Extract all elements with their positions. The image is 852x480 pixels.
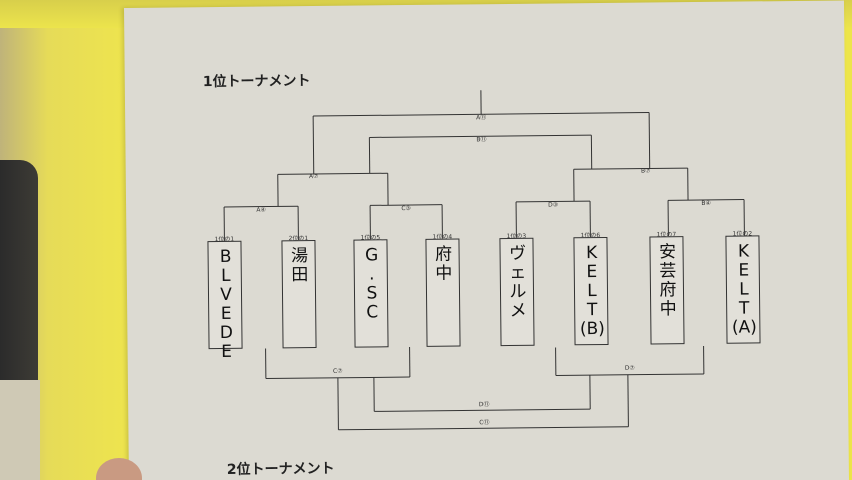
team-box: 湯 田	[281, 240, 317, 349]
match-label-b7: B⑦	[641, 167, 651, 174]
person-background	[0, 160, 38, 390]
match-label-a7: A⑦	[309, 173, 319, 180]
team-name: K E L T (B)	[579, 243, 605, 340]
team-name: B L V E D E	[219, 246, 234, 363]
tournament-sheet: 1位トーナメント 2位トーナメント	[124, 0, 849, 480]
match-label-c7: C⑦	[333, 368, 343, 375]
team-name: 湯 田	[291, 246, 309, 286]
team-box: 安 芸 府 中	[649, 236, 685, 345]
team-box: G . S C	[353, 239, 389, 348]
team-name: ヴ ェ ル メ	[508, 243, 527, 321]
desk-background	[0, 380, 40, 480]
match-label-d7: D⑦	[625, 365, 636, 372]
match-label-final: A⑪	[476, 113, 486, 121]
bracket-lines: A⑪ B⑪ A⑦ B⑦ A④ C③ D③ B④ C⑦ D⑦ D⑪ C⑪	[223, 90, 745, 431]
match-label-a4: A④	[256, 207, 266, 214]
team-box: K E L T (A)	[725, 235, 761, 344]
finger	[96, 458, 142, 480]
team-name: K E L T (A)	[731, 241, 757, 338]
match-label-c11: C⑪	[479, 418, 489, 426]
team-box: B L V E D E	[207, 240, 243, 362]
team-name: G . S C	[364, 245, 379, 323]
team-box: K E L T (B)	[573, 236, 609, 346]
match-label-third: B⑪	[476, 135, 486, 143]
match-label-d3: D③	[548, 201, 558, 208]
match-label-c3: C③	[401, 205, 411, 212]
match-label-b4: B④	[701, 200, 711, 207]
team-box: ヴ ェ ル メ	[499, 237, 535, 347]
team-box: 府 中	[425, 238, 461, 347]
team-name: 安 芸 府 中	[658, 242, 677, 320]
team-name: 府 中	[434, 244, 453, 284]
match-label-d11: D⑪	[479, 400, 490, 408]
